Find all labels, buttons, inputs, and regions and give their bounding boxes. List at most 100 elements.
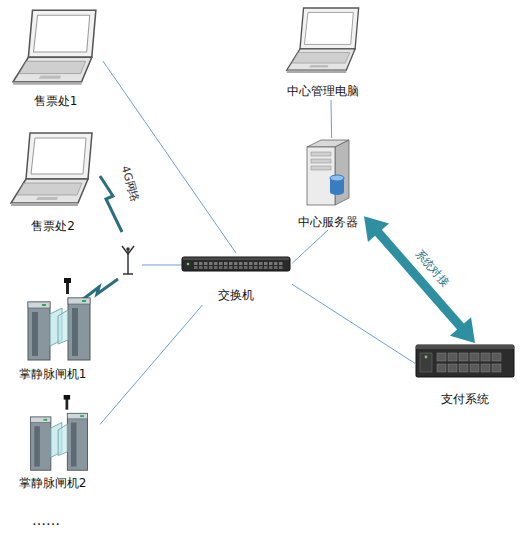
laptop-icon	[284, 3, 364, 77]
antenna-link	[142, 265, 182, 266]
switch-icon-part	[204, 262, 208, 265]
laptop-icon-part	[284, 3, 364, 77]
gate-icon-part	[31, 417, 51, 423]
laptop-icon-part	[11, 179, 88, 203]
network-link	[292, 230, 328, 263]
switch-icon-part	[234, 266, 238, 269]
laptop-icon-part	[287, 49, 355, 70]
node-label: 掌静脉闸机1	[5, 366, 100, 382]
rack-server-icon-part	[448, 353, 457, 361]
node-label: 中心服务器	[292, 214, 364, 230]
switch-icon-part	[274, 266, 278, 269]
network-link	[100, 305, 202, 424]
gate-icon-part	[80, 415, 84, 417]
laptop-icon-part	[34, 15, 90, 52]
switch-icon-part	[199, 266, 203, 269]
network-link	[103, 61, 236, 253]
antenna-base	[123, 273, 133, 275]
gate-icon-part	[67, 413, 87, 419]
gate-icon-part	[71, 423, 77, 467]
switch-icon-part	[264, 262, 268, 265]
laptop-icon-part	[19, 61, 85, 73]
laptop-icon-part	[8, 128, 98, 210]
rack-server-icon-part	[416, 345, 514, 349]
gate-icon-part	[58, 310, 68, 344]
gate-icon-part	[32, 312, 38, 356]
switch-icon-part	[224, 266, 228, 269]
switch-icon-part	[269, 262, 273, 265]
laptop-icon-part	[26, 133, 92, 179]
switch-icon-part	[214, 262, 218, 265]
gate-icon-part	[64, 395, 70, 400]
docking-arrow	[364, 216, 475, 343]
switch-icon-part	[234, 262, 238, 265]
rack-server-icon-part	[470, 364, 479, 372]
laptop-icon-part	[13, 82, 81, 85]
node-label: 售票处1	[8, 93, 103, 109]
ticket-office-node: 售票处2	[8, 128, 98, 236]
server-icon	[303, 138, 353, 208]
switch-icon-part	[279, 262, 283, 265]
switch-icon-part	[264, 266, 268, 269]
switch-icon-part	[254, 266, 258, 269]
rack-server-icon-part	[425, 356, 428, 359]
rack-server-icon-part	[420, 353, 432, 372]
laptop-icon-part	[28, 10, 95, 57]
switch-icon-part	[199, 262, 203, 265]
gate-icon-part	[28, 302, 50, 308]
gate-icon-part	[67, 413, 87, 470]
server-icon-part	[311, 152, 331, 156]
central-server-node: 中心服务器	[292, 138, 364, 230]
rack-server-icon-part	[437, 364, 446, 372]
ticket-office-node: 售票处1	[8, 5, 103, 113]
gate-icon	[22, 395, 98, 473]
switch-icon-part	[249, 262, 253, 265]
gate-icon-part	[72, 308, 78, 356]
connector-line	[292, 284, 415, 363]
gate-icon-part	[43, 419, 47, 421]
gate-icon-part	[58, 424, 67, 455]
switch-icon-part	[183, 258, 289, 261]
laptop-icon-part	[17, 183, 82, 195]
gate-icon-part	[82, 300, 86, 302]
switch-icon	[180, 253, 292, 275]
gate-icon	[20, 278, 100, 363]
switch-node: 交换机	[180, 253, 292, 305]
switch-icon-part	[249, 266, 253, 269]
laptop-icon-part	[309, 65, 329, 68]
switch-icon-part	[209, 266, 213, 269]
switch-icon-part	[204, 266, 208, 269]
switch-icon-part	[209, 262, 213, 265]
wireless-zigzag	[82, 279, 118, 300]
laptop-icon-part	[304, 12, 353, 44]
laptop-icon-part	[10, 5, 102, 89]
switch-icon-part	[254, 262, 258, 265]
rack-server-icon-part	[492, 353, 501, 361]
node-label: 交换机	[180, 287, 292, 303]
gate-icon-part	[34, 426, 40, 466]
node-label: 中心管理电脑	[280, 83, 365, 99]
rack-server-icon-part	[448, 364, 457, 372]
switch-icon-part	[244, 266, 248, 269]
switch-icon-part	[219, 262, 223, 265]
switch-icon-part	[279, 266, 283, 269]
server-icon-part	[311, 166, 331, 170]
arrow-head	[364, 216, 389, 242]
network-link	[331, 100, 333, 138]
server-icon-part	[330, 175, 344, 181]
switch-icon-part	[224, 262, 228, 265]
switch-icon-part	[180, 253, 292, 275]
palm-vein-gate-node: 掌静脉闸机2	[5, 395, 100, 493]
gate-icon-part	[31, 417, 51, 470]
laptop-icon	[10, 5, 102, 89]
laptop-icon-part	[287, 70, 347, 73]
wireless-zigzag	[100, 176, 122, 232]
gate-icon-part	[64, 278, 71, 283]
node-label: 掌静脉闸机2	[5, 475, 100, 491]
network-label: 4G网络	[118, 164, 143, 204]
server-icon-part	[330, 189, 344, 195]
laptop-icon	[8, 128, 98, 210]
server-icon-part	[311, 159, 331, 163]
rack-server-icon-part	[459, 353, 468, 361]
